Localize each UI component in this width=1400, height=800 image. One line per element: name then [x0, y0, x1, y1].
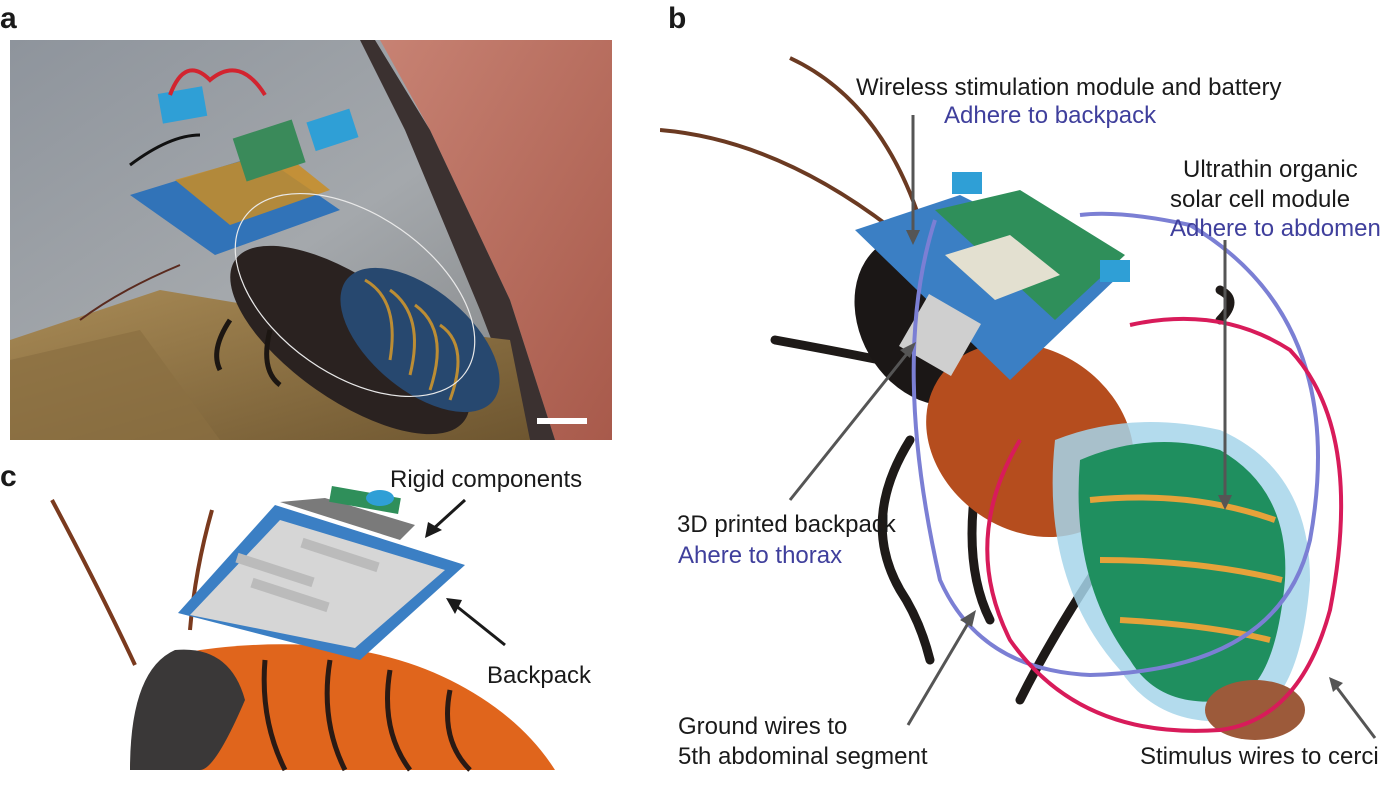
label-stimulus-wires: Stimulus wires to cerci — [1140, 743, 1379, 770]
label-3d-backpack: 3D printed backpack — [677, 511, 896, 538]
label-adhere-thorax: Ahere to thorax — [678, 542, 843, 569]
label-adhere-abdomen: Adhere to abdomen — [1170, 215, 1381, 242]
panel-label-a: a — [0, 2, 17, 35]
label-adhere-backpack: Adhere to backpack — [944, 102, 1157, 129]
label-backpack: Backpack — [487, 662, 592, 689]
label-wireless-module: Wireless stimulation module and battery — [856, 74, 1282, 101]
label-ground-line1: Ground wires to — [678, 713, 848, 740]
scale-bar — [537, 418, 587, 424]
label-rigid-components: Rigid components — [390, 466, 583, 493]
label-solar-line1: Ultrathin organic — [1183, 156, 1358, 183]
illustration-backpack-exploded — [50, 486, 555, 772]
illustration-cockroach-annotated — [660, 56, 1377, 740]
label-ground-line2: 5th abdominal segment — [678, 743, 928, 770]
photo-cockroach-on-bricks — [10, 40, 612, 440]
panel-label-b: b — [668, 2, 687, 35]
panel-label-c: c — [0, 460, 17, 493]
label-solar-line2: solar cell module — [1170, 186, 1351, 213]
